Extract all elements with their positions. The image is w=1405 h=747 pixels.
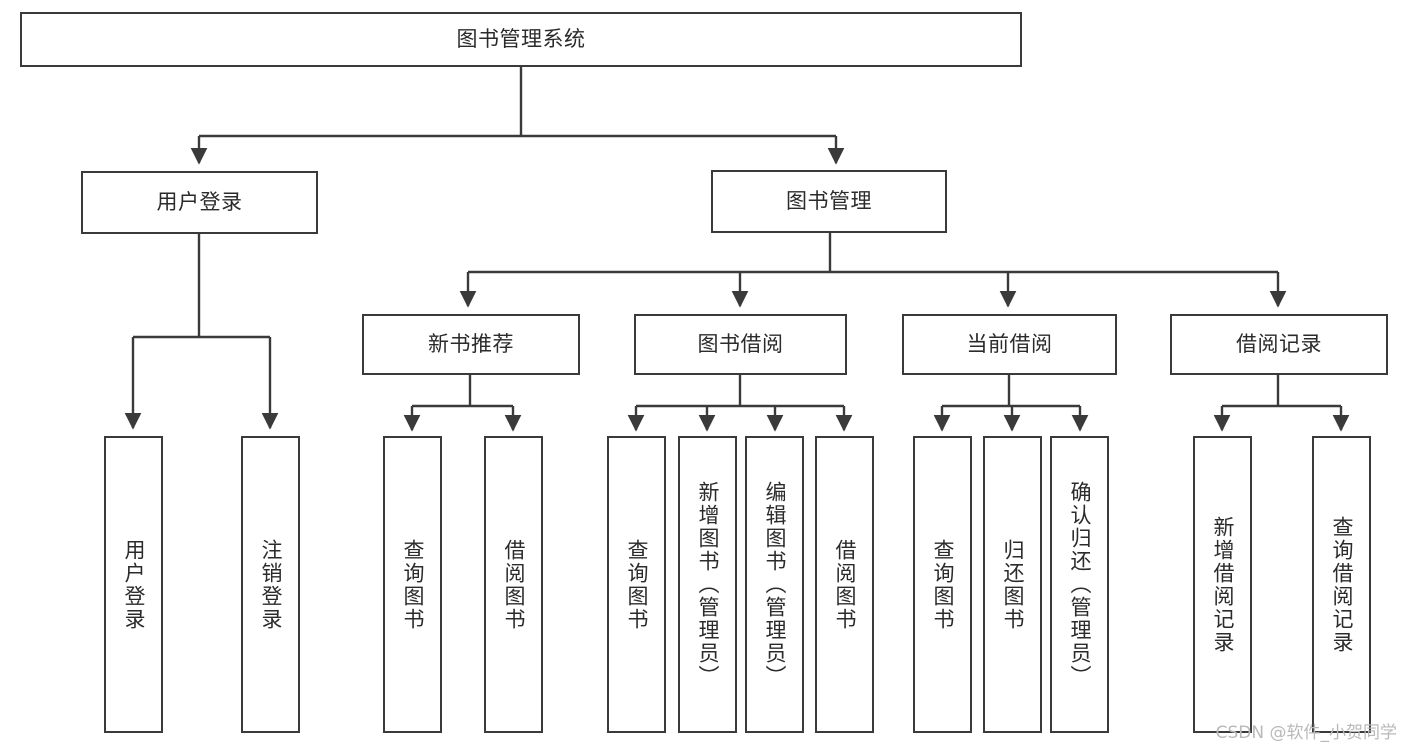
node-label: 新增借阅记录 bbox=[1211, 515, 1235, 654]
node-current-borrow[interactable]: 当前借阅 bbox=[902, 314, 1117, 375]
node-label: 借阅记录 bbox=[1236, 331, 1322, 356]
node-label: 借阅图书 bbox=[833, 538, 857, 631]
leaf-new-book-query-book[interactable]: 查询图书 bbox=[383, 436, 442, 733]
leaf-current-borrow-return-book[interactable]: 归还图书 bbox=[983, 436, 1042, 733]
leaf-borrow-record-query-record[interactable]: 查询借阅记录 bbox=[1312, 436, 1371, 733]
node-label: 注销登录 bbox=[259, 538, 283, 631]
node-label: 查询图书 bbox=[625, 538, 649, 631]
node-book-management[interactable]: 图书管理 bbox=[711, 170, 947, 233]
node-label: 借阅图书 bbox=[502, 538, 526, 631]
node-label: 编辑图书（管理员） bbox=[763, 481, 787, 688]
node-label: 图书管理 bbox=[786, 188, 872, 213]
leaf-new-book-borrow-book[interactable]: 借阅图书 bbox=[484, 436, 543, 733]
node-label: 确认归还（管理员） bbox=[1068, 481, 1092, 688]
leaf-book-borrow-borrow-book[interactable]: 借阅图书 bbox=[815, 436, 874, 733]
node-label: 归还图书 bbox=[1001, 538, 1025, 631]
leaf-user-login-logout[interactable]: 注销登录 bbox=[241, 436, 300, 733]
node-label: 查询图书 bbox=[401, 538, 425, 631]
node-label: 查询图书 bbox=[931, 538, 955, 631]
node-label: 新书推荐 bbox=[428, 331, 514, 356]
leaf-book-borrow-query-book[interactable]: 查询图书 bbox=[607, 436, 666, 733]
node-book-borrow[interactable]: 图书借阅 bbox=[634, 314, 847, 375]
leaf-current-borrow-confirm-return-admin[interactable]: 确认归还（管理员） bbox=[1050, 436, 1109, 733]
node-user-login[interactable]: 用户登录 bbox=[81, 171, 318, 234]
node-label: 查询借阅记录 bbox=[1330, 515, 1354, 654]
leaf-borrow-record-add-record[interactable]: 新增借阅记录 bbox=[1193, 436, 1252, 733]
node-label: 图书管理系统 bbox=[456, 26, 586, 51]
leaf-book-borrow-edit-book-admin[interactable]: 编辑图书（管理员） bbox=[745, 436, 804, 733]
node-label: 图书借阅 bbox=[697, 331, 784, 356]
node-label: 新增图书（管理员） bbox=[696, 481, 720, 688]
node-root-book-management-system[interactable]: 图书管理系统 bbox=[20, 12, 1022, 67]
leaf-current-borrow-query-book[interactable]: 查询图书 bbox=[913, 436, 972, 733]
node-label: 当前借阅 bbox=[966, 331, 1053, 356]
node-label: 用户登录 bbox=[156, 189, 243, 214]
leaf-user-login-login[interactable]: 用户登录 bbox=[104, 436, 163, 733]
leaf-book-borrow-add-book-admin[interactable]: 新增图书（管理员） bbox=[678, 436, 737, 733]
node-borrow-record[interactable]: 借阅记录 bbox=[1170, 314, 1388, 375]
node-label: 用户登录 bbox=[122, 538, 146, 631]
node-new-book-recommend[interactable]: 新书推荐 bbox=[362, 314, 580, 375]
